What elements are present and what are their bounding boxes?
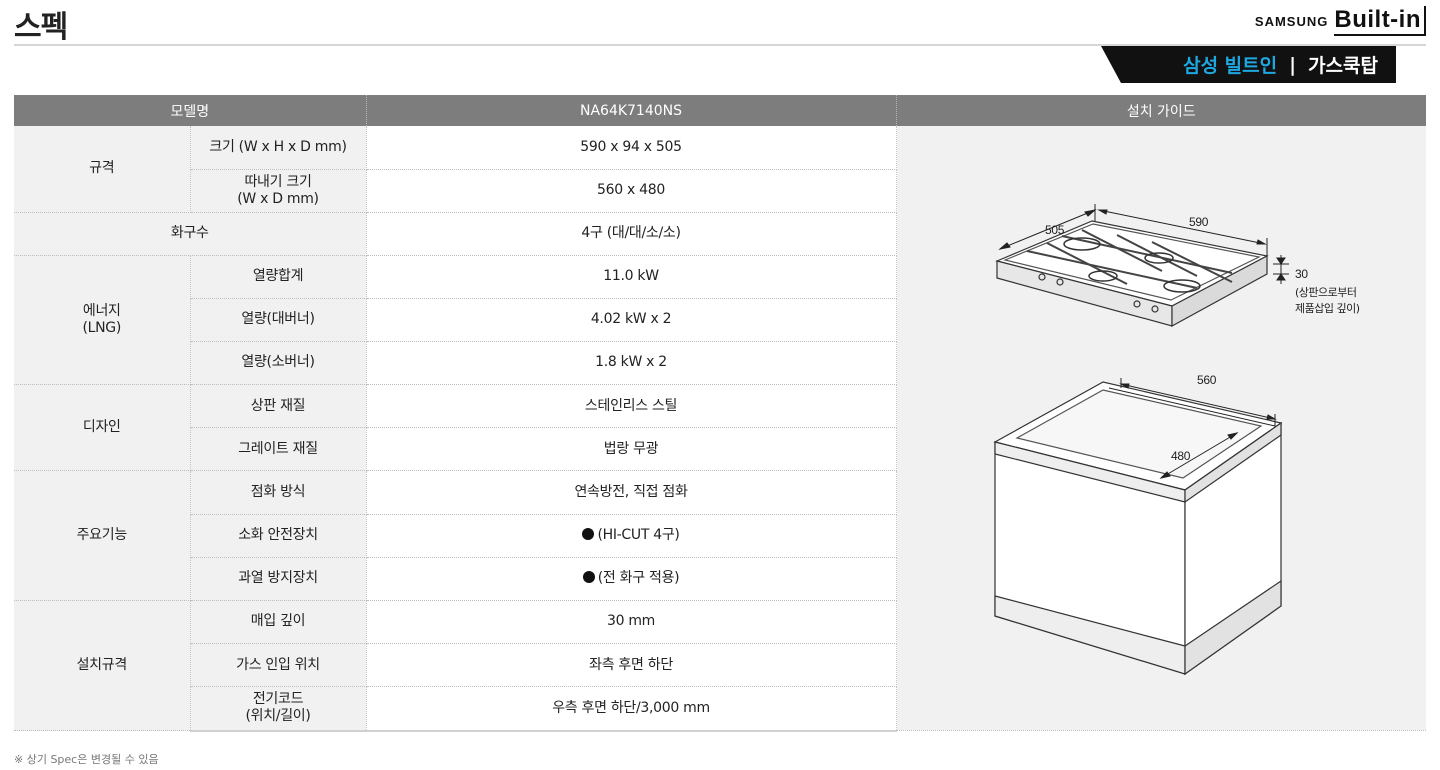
group-features: 주요기능 [14,470,191,601]
row-label-cord-line2: (위치/길이) [245,708,311,725]
row-value-size: 590 x 94 x 505 [366,126,897,170]
row-value-cutout: 560 x 480 [366,169,897,213]
category-name: 가스쿡탑 [1308,55,1378,77]
table-row: 열량(소버너) 1.8 kW x 2 [14,341,1426,385]
row-value-ignition: 연속방전, 직접 점화 [366,470,897,515]
dim-inset-label: 30 [1295,267,1308,281]
row-value-top-material: 스테인리스 스틸 [366,384,897,429]
row-label-heat-small: 열량(소버너) [190,341,367,385]
row-label-cutout: 따내기 크기 (W x D mm) [190,169,367,213]
overheat-text: (전 화구 적용) [597,570,680,587]
group-install: 설치규격 [14,600,191,732]
dim-inset-note-1: (상판으로부터 [1295,286,1357,299]
row-label-inset-depth: 매입 깊이 [190,600,367,645]
brand-logo: SAMSUNG Built-in [1255,6,1426,36]
row-label-grate-material: 그레이트 재질 [190,427,367,472]
row-value-heat-small: 1.8 kW x 2 [366,341,897,385]
category-brand: 삼성 빌트인 [1183,55,1278,77]
row-label-heat-large: 열량(대버너) [190,298,367,342]
table-row: 열량(대버너) 4.02 kW x 2 [14,298,1426,342]
table-row: 따내기 크기 (W x D mm) 560 x 480 [14,169,1426,213]
row-label-burners: 화구수 [14,212,367,256]
row-label-cutout-line1: 따내기 크기 [244,173,312,190]
table-row: 에너지 (LNG) 열량합계 11.0 kW [14,255,1426,385]
row-label-size: 크기 (W x H x D mm) [190,126,367,170]
dim-inset-note-2: 제품삽입 깊이) [1295,302,1360,315]
table-row: 설치규격 매입 깊이 30 mm [14,600,1426,732]
dim-depth-label: 505 [1045,223,1065,237]
row-label-cord-line1: 전기코드 [252,691,304,708]
spec-table: 모델명 NA64K7140NS 설치 가이드 규격 크기 (W x H x D … [14,95,1427,732]
bullet-icon [582,528,595,541]
row-value-heat-large: 4.02 kW x 2 [366,298,897,342]
table-header-row: 모델명 NA64K7140NS 설치 가이드 [14,95,1427,126]
row-value-flame-safety: (HI-CUT 4구) [366,514,897,558]
row-value-overheat: (전 화구 적용) [366,557,897,601]
row-value-heat-total: 11.0 kW [366,255,897,299]
cabinet-dimension-lines [1108,378,1277,479]
row-label-overheat: 과열 방지장치 [190,557,367,601]
group-energy: 에너지 (LNG) [14,255,191,385]
cabinet-illustration [992,381,1282,676]
cutout-depth-label: 480 [1171,449,1191,463]
install-guide-cell: 505 590 30 (상판으로부터 제품삽입 깊이) [896,126,1427,731]
row-label-flame-safety: 소화 안전장치 [190,514,367,558]
category-separator: | [1289,53,1297,76]
group-energy-line2: (LNG) [82,319,122,336]
group-energy-line1: 에너지 [82,302,121,319]
row-label-cord: 전기코드 (위치/길이) [190,686,367,732]
row-label-ignition: 점화 방식 [190,470,367,515]
table-row: 가스 인입 위치 좌측 후면 하단 [14,643,1426,687]
cooktop-illustration [994,220,1269,328]
cutout-width-label: 560 [1197,373,1217,387]
row-value-inset-depth: 30 mm [366,600,897,645]
group-size: 규격 [14,126,191,213]
row-value-gas-inlet: 좌측 후면 하단 [366,643,897,687]
header-model-value: NA64K7140NS [366,95,897,126]
flame-safety-text: (HI-CUT 4구) [597,527,680,544]
row-label-cutout-line2: (W x D mm) [237,190,319,207]
brand-builtin-text: Built-in [1334,6,1426,36]
footnote: ※ 상기 Spec은 변경될 수 있음 [14,753,159,766]
category-banner: 삼성 빌트인 | 가스쿡탑 [1101,46,1396,83]
table-row: 그레이트 재질 법랑 무광 [14,427,1426,472]
table-row: 소화 안전장치 (HI-CUT 4구) [14,514,1426,558]
table-row: 전기코드 (위치/길이) 우측 후면 하단/3,000 mm [14,686,1426,732]
row-value-burners: 4구 (대/대/소/소) [366,212,897,256]
table-row: 디자인 상판 재질 스테인리스 스틸 [14,384,1426,472]
row-label-heat-total: 열량합계 [190,255,367,299]
row-value-grate-material: 법랑 무광 [366,427,897,472]
table-row: 화구수 4구 (대/대/소/소) [14,212,1426,256]
table-row: 주요기능 점화 방식 연속방전, 직접 점화 [14,470,1426,601]
cooktop-dimension-lines [997,204,1289,284]
table-row: 과열 방지장치 (전 화구 적용) [14,557,1426,601]
page-title: 스펙 [14,10,68,45]
header-install-guide: 설치 가이드 [896,95,1427,126]
dim-width-label: 590 [1189,215,1209,229]
table-row: 규격 크기 (W x H x D mm) 590 x 94 x 505 [14,126,1427,731]
install-guide-drawing: 505 590 30 (상판으로부터 제품삽입 깊이) [992,204,1360,676]
bullet-icon [582,571,595,584]
row-value-cord: 우측 후면 하단/3,000 mm [366,686,897,732]
brand-samsung-text: SAMSUNG [1254,13,1329,29]
row-label-gas-inlet: 가스 인입 위치 [190,643,367,687]
group-design: 디자인 [14,384,191,472]
row-label-top-material: 상판 재질 [190,384,367,429]
header-model-label: 모델명 [14,95,367,126]
title-divider [14,44,1426,46]
